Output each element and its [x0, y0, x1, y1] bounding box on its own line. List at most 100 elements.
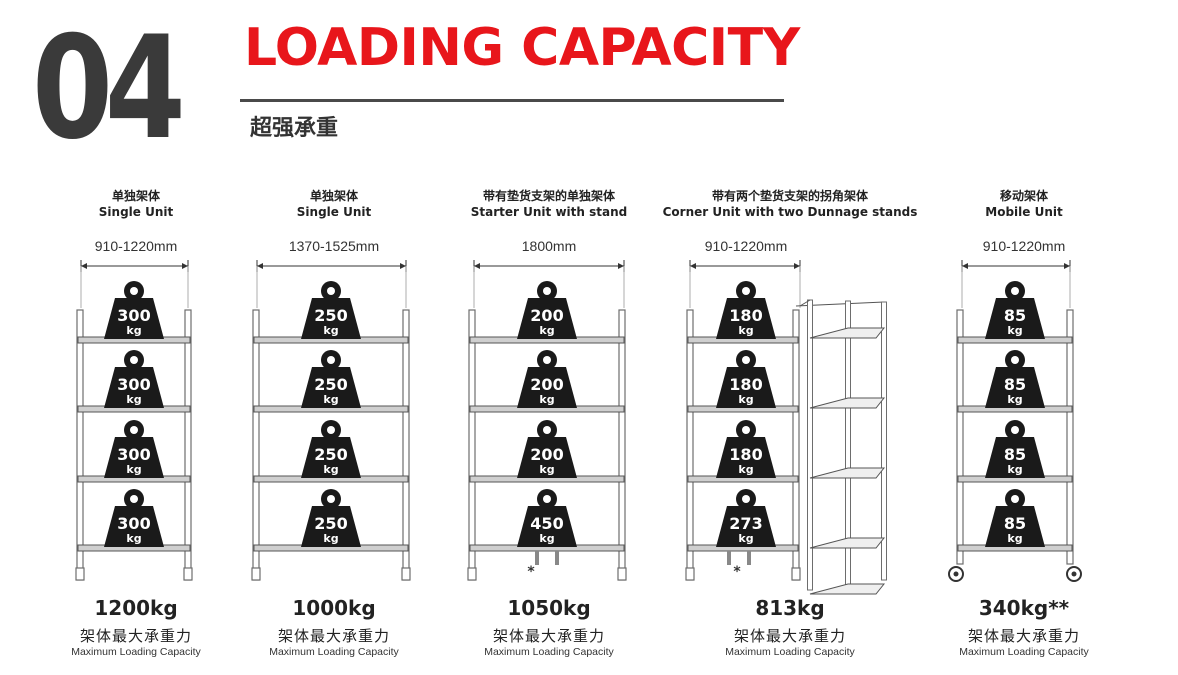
shelf-load-unit: kg — [323, 463, 338, 476]
unit-caption-en: Maximum Loading Capacity — [959, 646, 1089, 658]
unit-caption-cn: 架体最大承重力 — [967, 628, 1080, 645]
shelf-load-value: 300 — [117, 514, 150, 533]
unit-name: 单独架体 Single Unit — [54, 188, 218, 220]
unit-total: 813kg — [755, 596, 825, 620]
rack-foot — [75, 567, 85, 581]
corner-post — [881, 301, 887, 581]
unit-dimension: 1800mm — [521, 238, 577, 254]
corner-post — [807, 299, 813, 591]
unit-total: 340kg** — [978, 596, 1070, 620]
unit-caption-en: Maximum Loading Capacity — [269, 646, 399, 658]
unit-total: 1200kg — [94, 596, 178, 620]
shelf-load-unit: kg — [539, 463, 554, 476]
shelf-load-value: 300 — [117, 306, 150, 325]
shelf-load-value: 200 — [530, 375, 563, 394]
unit-name-cn: 单独架体 — [309, 189, 358, 203]
unit-name-en: Corner Unit with two Dunnage stands — [662, 205, 918, 219]
dunnage-stand-leg — [555, 551, 559, 565]
corner-joint — [799, 299, 811, 307]
shelf-load-value: 300 — [117, 375, 150, 394]
shelf-load-unit: kg — [738, 324, 753, 337]
shelf-load-unit: kg — [126, 393, 141, 406]
shelf-load-unit: kg — [539, 393, 554, 406]
shelf-load-value: 85 — [1004, 514, 1026, 533]
dimension-arrow — [182, 263, 188, 269]
unit-caption-cn: 架体最大承重力 — [277, 628, 390, 645]
rack-foot — [251, 567, 261, 581]
unit-caption-cn: 架体最大承重力 — [79, 628, 192, 645]
weight-icon: 200kg — [517, 281, 577, 339]
page-title: LOADING CAPACITY — [244, 18, 800, 78]
footnote-mark: * — [733, 564, 741, 580]
unit-name-cn: 带有垫货支架的单独架体 — [482, 189, 615, 203]
rack-post — [1066, 309, 1074, 565]
shelf-load-value: 273 — [729, 514, 762, 533]
shelf-load-unit: kg — [126, 532, 141, 545]
unit-name-en: Starter Unit with stand — [470, 205, 628, 219]
weight-icon: 200kg — [517, 420, 577, 478]
unit-total: 1000kg — [292, 596, 376, 620]
weight-icon: 200kg — [517, 350, 577, 408]
page-subtitle: 超强承重 — [250, 116, 339, 141]
shelf-load-unit: kg — [539, 532, 554, 545]
rack-foot — [183, 567, 193, 581]
dunnage-stand-leg — [727, 551, 731, 565]
rack-post — [402, 309, 410, 581]
unit-name-en: Single Unit — [98, 205, 174, 219]
rack-post — [252, 309, 260, 581]
shelf-load-value: 180 — [729, 375, 762, 394]
unit-caption-cn: 架体最大承重力 — [733, 628, 846, 645]
dunnage-stand-leg — [535, 551, 539, 565]
dimension-arrow — [474, 263, 480, 269]
shelf-load-value: 250 — [314, 514, 347, 533]
unit-dimension: 910-1220mm — [94, 238, 178, 254]
dimension-arrow — [618, 263, 624, 269]
shelf-load-value: 85 — [1004, 375, 1026, 394]
rack-foot — [467, 567, 477, 581]
dimension-arrow — [81, 263, 87, 269]
title-divider — [240, 99, 784, 102]
unit-name: 带有两个垫货支架的拐角架体 Corner Unit with two Dunna… — [660, 188, 920, 220]
rack-post — [76, 309, 84, 581]
unit-total: 1050kg — [507, 596, 591, 620]
shelf-load-unit: kg — [126, 463, 141, 476]
unit-dimension: 910-1220mm — [704, 238, 788, 254]
dimension-arrow — [794, 263, 800, 269]
corner-shelf — [809, 467, 886, 479]
unit-name-cn: 带有两个垫货支架的拐角架体 — [711, 189, 868, 203]
unit-dimension: 910-1220mm — [982, 238, 1066, 254]
caster-hub — [953, 571, 959, 577]
shelf-load-value: 200 — [530, 445, 563, 464]
shelf-load-value: 85 — [1004, 306, 1026, 325]
rack-foot — [685, 567, 695, 581]
unit-caption-en: Maximum Loading Capacity — [71, 646, 201, 658]
shelf-load-unit: kg — [1007, 532, 1022, 545]
shelf-load-unit: kg — [323, 324, 338, 337]
rack-post — [956, 309, 964, 565]
dimension-arrow — [1064, 263, 1070, 269]
shelf-load-unit: kg — [126, 324, 141, 337]
shelf-load-unit: kg — [539, 324, 554, 337]
unit-caption-en: Maximum Loading Capacity — [484, 646, 614, 658]
shelf-load-unit: kg — [1007, 393, 1022, 406]
section-number: 04 — [32, 6, 186, 171]
shelf-load-value: 450 — [530, 514, 563, 533]
unit-name: 移动架体 Mobile Unit — [942, 188, 1106, 220]
corner-shelf — [809, 397, 886, 409]
